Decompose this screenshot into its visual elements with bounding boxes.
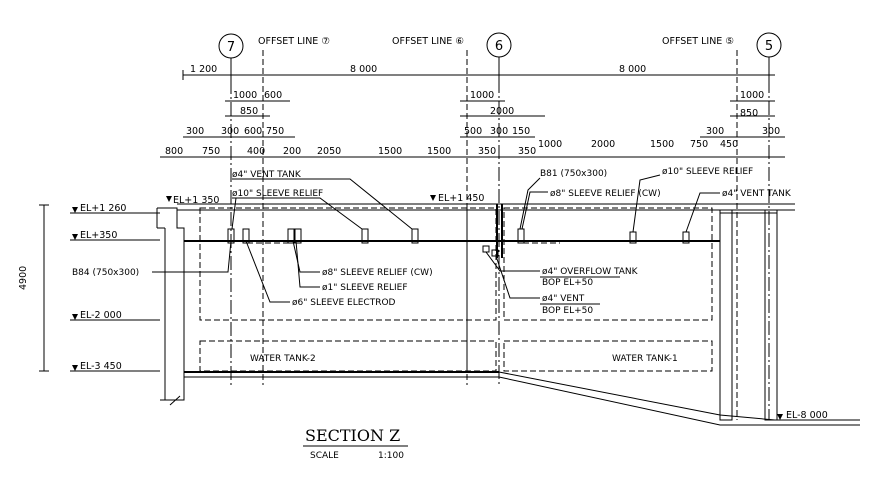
- dim-600: 600: [264, 90, 282, 101]
- dim-750-c: 750: [690, 139, 708, 150]
- dim-850-right: 850: [740, 108, 758, 119]
- label-bop-1: BOP EL+50: [542, 278, 593, 288]
- label-sleeve-1: ø1" SLEEVE RELIEF: [322, 283, 408, 293]
- level-el-1450: EL+1 450: [438, 193, 484, 204]
- label-sleeve-10-right: ø10" SLEEVE RELIEF: [662, 167, 753, 177]
- dim-500: 500: [464, 126, 482, 137]
- dim-800: 800: [165, 146, 183, 157]
- level-el-minus-2000: EL-2 000: [80, 310, 122, 321]
- label-vent-tank-left: ø4" VENT TANK: [232, 170, 302, 180]
- offset-line-7-label: OFFSET LINE ⑦: [258, 36, 330, 47]
- label-sleeve-8-cw-left: ø8" SLEEVE RELIEF (CW): [322, 268, 433, 278]
- dim-1000-b: 1000: [470, 90, 494, 101]
- offset-line-6-label: OFFSET LINE ⑥: [392, 36, 464, 47]
- level-markers: [70, 195, 860, 421]
- label-vent: ø4" VENT: [542, 294, 585, 304]
- offset-line-5-label: OFFSET LINE ⑤: [662, 36, 734, 47]
- label-sleeve-6: ø6" SLEEVE ELECTROD: [292, 298, 396, 308]
- dim-1500-c: 1500: [650, 139, 674, 150]
- dim-350-b: 350: [518, 146, 536, 157]
- dim-200: 200: [283, 146, 301, 157]
- label-water-tank-1: WATER TANK-1: [612, 354, 678, 364]
- grid-label-7: 7: [227, 40, 235, 55]
- grid-label-6: 6: [495, 39, 503, 54]
- dim-350-a: 350: [478, 146, 496, 157]
- dim-8000-right: 8 000: [619, 64, 646, 75]
- dim-400: 400: [247, 146, 265, 157]
- level-el-1350: EL+1 350: [173, 195, 219, 206]
- level-el-1260: EL+1 260: [80, 203, 126, 214]
- dim-1000-a: 1000: [233, 90, 257, 101]
- dim-300-c: 300: [490, 126, 508, 137]
- dimension-lines: [39, 70, 785, 372]
- dim-150: 150: [512, 126, 530, 137]
- dim-850-left: 850: [240, 106, 258, 117]
- section-title: SECTION Z: [305, 426, 400, 445]
- pipe-sleeves: [227, 204, 690, 258]
- dim-1000-d: 1000: [538, 139, 562, 150]
- dim-2000-lower: 2000: [591, 139, 615, 150]
- label-bop-2: BOP EL+50: [542, 306, 593, 316]
- leader-lines: [152, 174, 720, 303]
- label-b81: B81 (750x300): [540, 169, 607, 179]
- level-el-minus-3450: EL-3 450: [80, 361, 122, 372]
- grid-label-5: 5: [765, 39, 773, 54]
- scale-label: SCALE: [310, 451, 339, 461]
- label-sleeve-10-left: ø10" SLEEVE RELIEF: [232, 189, 323, 199]
- dim-8000-left: 8 000: [350, 64, 377, 75]
- dim-300-a: 300: [186, 126, 204, 137]
- label-vent-tank-right: ø4" VENT TANK: [722, 189, 792, 199]
- dim-450: 450: [720, 139, 738, 150]
- scale-value: 1:100: [378, 451, 404, 461]
- dim-1500-b: 1500: [427, 146, 451, 157]
- dim-300-d: 300: [706, 126, 724, 137]
- dim-300-e: 300: [762, 126, 780, 137]
- level-el-minus-8000: EL-8 000: [786, 410, 828, 421]
- label-overflow-tank: ø4" OVERFLOW TANK: [542, 267, 639, 277]
- label-water-tank-2: WATER TANK-2: [250, 354, 316, 364]
- dim-1000-c: 1000: [740, 90, 764, 101]
- dim-600-b: 600: [244, 126, 262, 137]
- dim-2000-upper: 2000: [490, 106, 514, 117]
- concrete-structure: [156, 203, 860, 426]
- dim-4900: 4900: [18, 266, 29, 290]
- dim-2050: 2050: [317, 146, 341, 157]
- label-b84: B84 (750x300): [72, 268, 139, 278]
- level-el-350: EL+350: [80, 230, 117, 241]
- dim-750-b: 750: [202, 146, 220, 157]
- label-sleeve-8-cw-right: ø8" SLEEVE RELIEF (CW): [550, 189, 661, 199]
- dim-300-b: 300: [221, 126, 239, 137]
- dim-1500-a: 1500: [378, 146, 402, 157]
- grid-lines: [230, 50, 770, 420]
- dim-750: 750: [266, 126, 284, 137]
- dim-1200: 1 200: [190, 64, 217, 75]
